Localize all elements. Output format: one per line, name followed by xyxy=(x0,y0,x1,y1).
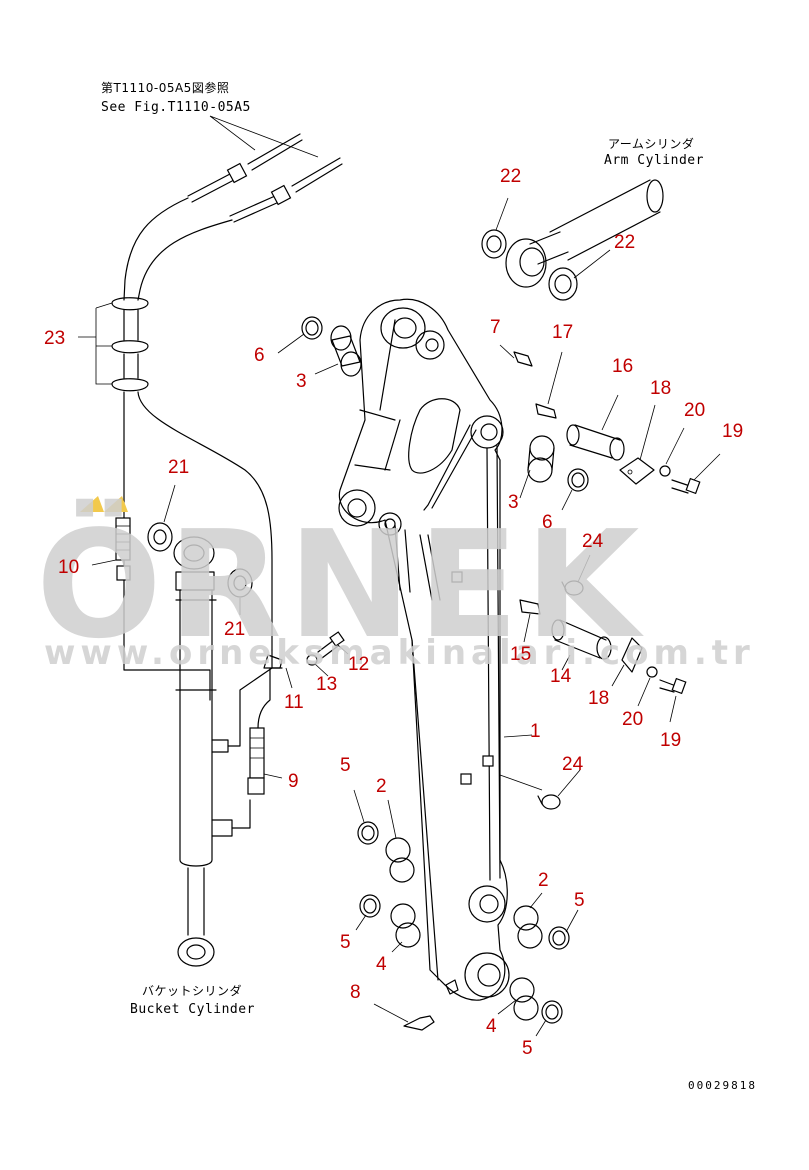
bolt-12-washer-13 xyxy=(306,631,345,666)
callout-10: 10 xyxy=(58,557,79,578)
callout-1: 1 xyxy=(530,721,541,742)
fig-ref-jp: 第T1110-05A5図参照 xyxy=(101,80,229,95)
drawing-code: 00029818 xyxy=(688,1079,757,1092)
callout-2: 2 xyxy=(376,776,387,797)
callout-4: 4 xyxy=(486,1016,497,1037)
callout-5: 5 xyxy=(340,932,351,953)
callout-12: 12 xyxy=(348,654,369,675)
bucket-cylinder-label-jp: バケットシリンダ xyxy=(142,983,242,998)
watermark: ÖRNEK www.orneksmakinalari.com.tr xyxy=(36,496,755,673)
callout-21: 21 xyxy=(168,457,189,478)
callout-5: 5 xyxy=(340,755,351,776)
callout-22: 22 xyxy=(614,232,635,253)
arm-structure xyxy=(338,298,510,1001)
callout-18: 18 xyxy=(588,688,609,709)
fig-ref-en: See Fig.T1110-05A5 xyxy=(101,100,251,115)
callout-19: 19 xyxy=(722,421,743,442)
bucket-cylinder xyxy=(173,536,273,967)
hose-assembly xyxy=(111,115,343,701)
watermark-accent-icon xyxy=(80,496,128,512)
watermark-url: www.orneksmakinalari.com.tr xyxy=(44,633,755,673)
callout-13: 13 xyxy=(316,674,337,695)
callout-19: 19 xyxy=(660,730,681,751)
callout-21: 21 xyxy=(224,619,245,640)
callout-14: 14 xyxy=(550,666,572,687)
callout-3: 3 xyxy=(508,492,519,513)
pins-and-bolts xyxy=(403,351,701,1031)
callout-5: 5 xyxy=(522,1038,533,1059)
callout-15: 15 xyxy=(510,644,531,665)
callout-9: 9 xyxy=(288,771,299,792)
arm-cylinder xyxy=(481,179,664,301)
callout-18: 18 xyxy=(650,378,671,399)
callout-20: 20 xyxy=(622,709,643,730)
callout-17: 17 xyxy=(552,322,573,343)
callout-24: 24 xyxy=(582,531,604,552)
callout-24: 24 xyxy=(562,754,584,775)
watermark-brand: ÖRNEK xyxy=(36,498,645,671)
callout-8: 8 xyxy=(350,982,361,1003)
callout-22: 22 xyxy=(500,166,521,187)
washers-21 xyxy=(147,522,253,598)
callout-7: 7 xyxy=(490,317,501,338)
hose-fittings xyxy=(247,654,283,795)
bushings-and-seals xyxy=(301,316,589,1024)
callout-5: 5 xyxy=(574,890,585,911)
callout-11: 11 xyxy=(284,692,304,713)
callouts: 22 22 23 7 17 6 3 16 18 20 19 21 3 6 10 … xyxy=(44,166,743,1059)
callout-4: 4 xyxy=(376,954,387,975)
callout-16: 16 xyxy=(612,356,633,377)
callout-20: 20 xyxy=(684,400,705,421)
callout-6: 6 xyxy=(542,512,553,533)
callout-2: 2 xyxy=(538,870,549,891)
arm-cylinder-label-jp: アームシリンダ xyxy=(608,136,694,151)
callout-3: 3 xyxy=(296,371,307,392)
callout-6: 6 xyxy=(254,345,265,366)
bucket-cylinder-label-en: Bucket Cylinder xyxy=(130,1002,255,1017)
arm-cylinder-label-en: Arm Cylinder xyxy=(604,153,704,168)
leader-lines xyxy=(78,197,721,1037)
callout-23: 23 xyxy=(44,328,65,349)
